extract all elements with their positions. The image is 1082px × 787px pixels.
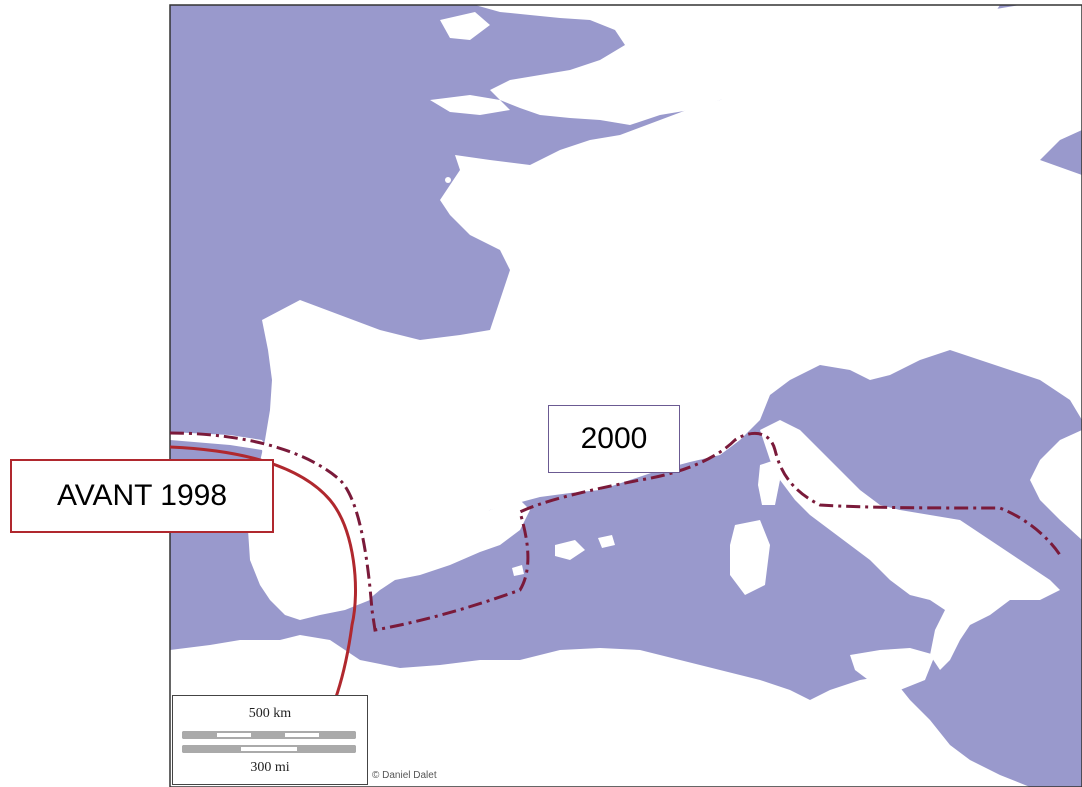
label-2000: 2000 bbox=[548, 405, 680, 473]
land-menorca bbox=[598, 535, 615, 548]
land-mallorca bbox=[555, 540, 585, 560]
map-credit: © Daniel Dalet bbox=[372, 770, 437, 781]
land-italy bbox=[760, 420, 1060, 670]
land-ibiza bbox=[512, 565, 524, 576]
land-ireland bbox=[440, 12, 490, 40]
land-north-africa bbox=[170, 635, 1030, 787]
line-2000 bbox=[169, 431, 1062, 632]
land-islet-2 bbox=[518, 298, 522, 302]
land-sardinia bbox=[730, 520, 770, 595]
line-avant-1998 bbox=[169, 445, 357, 701]
land-continent bbox=[248, 5, 1082, 620]
land-sicily bbox=[850, 648, 935, 690]
scale-km-seg-1 bbox=[183, 732, 217, 738]
label-avant-text: AVANT 1998 bbox=[56, 479, 228, 512]
scale-bar: 500 km 300 mi bbox=[172, 695, 368, 785]
land-islet bbox=[445, 177, 451, 183]
land-iberia bbox=[170, 432, 530, 612]
scale-km-seg-3 bbox=[319, 732, 355, 738]
land-malta bbox=[899, 736, 911, 744]
land-balkans bbox=[1030, 430, 1082, 540]
map-border bbox=[169, 4, 1082, 787]
scale-mi-seg-1 bbox=[183, 746, 241, 752]
land-cornwall bbox=[430, 95, 510, 115]
scale-graphic bbox=[182, 731, 356, 753]
label-2000-text: 2000 bbox=[580, 422, 648, 455]
scale-km-seg-2 bbox=[251, 732, 285, 738]
land-corsica bbox=[758, 460, 780, 505]
land-england bbox=[475, 5, 1000, 125]
scale-mi-label: 300 mi bbox=[250, 760, 290, 775]
scale-mi-seg-2 bbox=[297, 746, 355, 752]
scale-km-label: 500 km bbox=[248, 706, 292, 721]
label-avant-1998: AVANT 1998 bbox=[10, 459, 274, 533]
